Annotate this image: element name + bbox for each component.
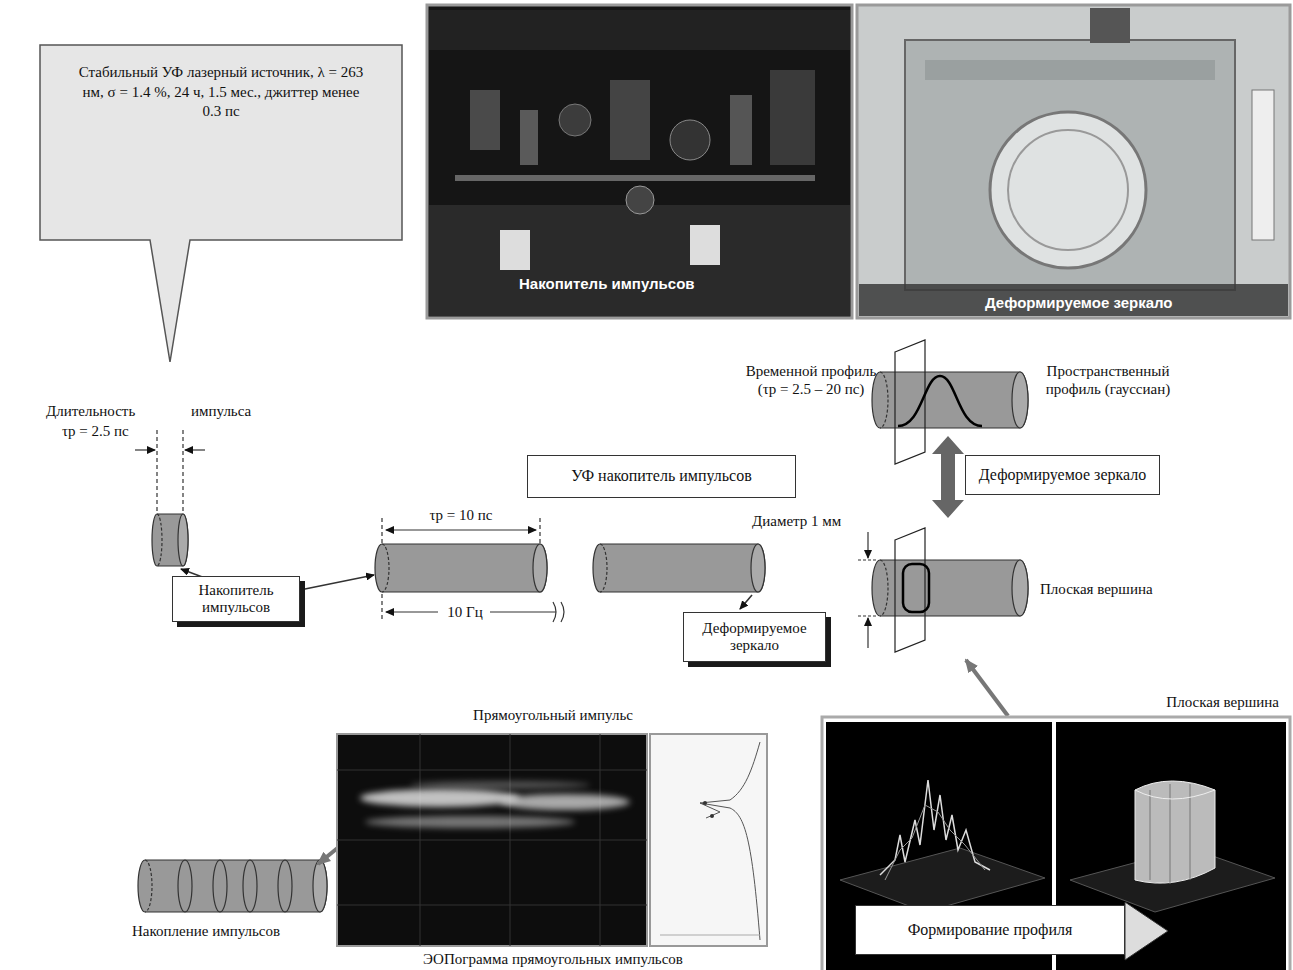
- node-text: Деформируемое зеркало: [979, 466, 1147, 484]
- image-panel: Плоская вершинаФормирование профиля: [822, 693, 1293, 970]
- node-text: ЭОПограмма прямоугольных импульсов: [423, 950, 683, 968]
- node-text: Накопитель импульсов: [181, 582, 291, 617]
- label-box: УФ накопитель импульсов: [527, 455, 796, 498]
- annotation-label: τp = 10 пс: [411, 506, 511, 524]
- photo-deformable-mirror: [857, 5, 1290, 318]
- annotation-label: Диаметр 1 мм: [752, 512, 841, 530]
- process-box: Накопитель импульсов: [172, 576, 300, 622]
- annotation-label: τp = 2.5 пс: [62, 422, 129, 440]
- callout-note: Стабильный УФ лазерный источник, λ = 263…: [40, 45, 402, 240]
- node-text: Стабильный УФ лазерный источник, λ = 263…: [74, 63, 368, 122]
- node-text: Формирование профиля: [908, 921, 1073, 939]
- beam-profile-images: [822, 717, 1290, 970]
- photo-pulse-stacker: [427, 5, 852, 318]
- annotation-label: Пространственный профиль (гауссиан): [1038, 362, 1178, 398]
- annotation-label: Временной профиль (τp = 2.5 – 20 пс): [745, 362, 877, 398]
- node-text: УФ накопитель импульсов: [571, 467, 751, 485]
- node-text: Деформируемое зеркало: [985, 294, 1173, 311]
- label-box: Формирование профиля: [855, 905, 1125, 955]
- photo-panel: Деформируемое зеркало: [857, 5, 1290, 318]
- node-text: Прямоугольный импульс: [473, 706, 633, 724]
- process-box: Деформируемое зеркало: [683, 612, 826, 662]
- annotation-label: Накопление импульсов: [132, 922, 280, 940]
- photo-panel: Накопитель импульсов: [427, 5, 852, 318]
- streak-image: [337, 734, 767, 946]
- node-text: Плоская вершина: [1166, 693, 1279, 711]
- image-panel: Прямоугольный импульсЭОПограмма прямоуго…: [333, 706, 773, 968]
- annotation-label: 10 Гц: [440, 603, 490, 621]
- node-text: Накопитель импульсов: [519, 275, 695, 292]
- annotation-label: Длительность импульса: [46, 402, 251, 420]
- annotation-label: Плоская вершина: [1040, 580, 1153, 598]
- node-text: Деформируемое зеркало: [692, 620, 817, 655]
- label-box: Деформируемое зеркало: [965, 455, 1160, 495]
- callout-bubble: [40, 45, 402, 362]
